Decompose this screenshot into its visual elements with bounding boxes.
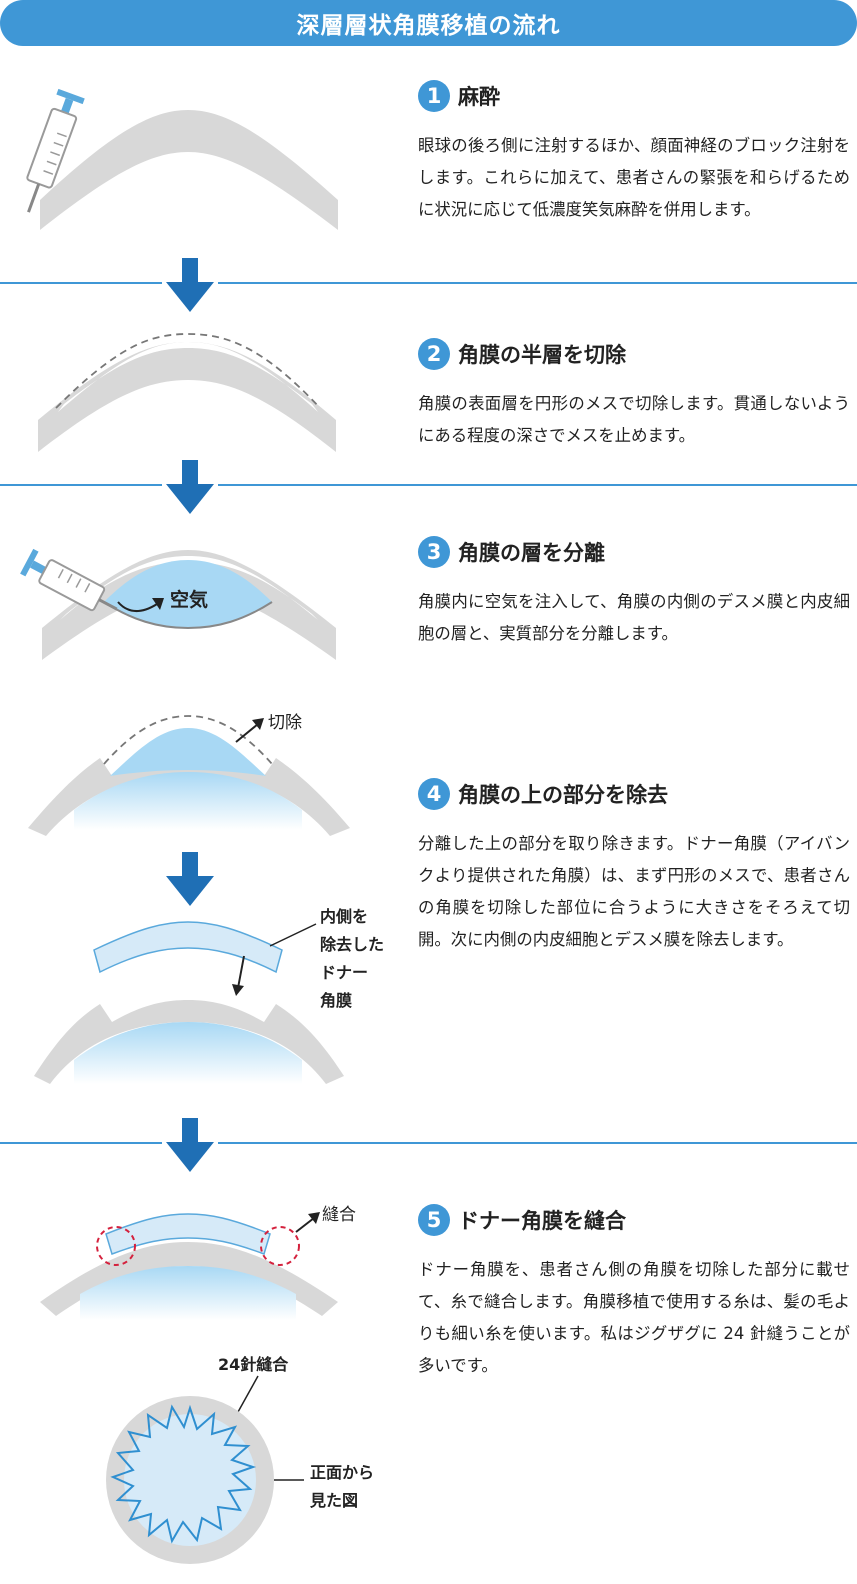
cornea-shape [40,110,338,230]
step-body-1: 眼球の後ろ側に注射するほか、顔面神経のブロック注射をします。これらに加えて、患者… [418,136,850,219]
step-title-3: 角膜の層を分離 [458,541,605,565]
step-title-4: 角膜の上の部分を除去 [458,783,668,807]
step2-illustration [38,333,336,452]
stitches-label: 24針縫合 [218,1355,289,1374]
divider-2 [0,484,857,486]
donor-label-line1: 内側を [320,907,368,926]
step-number-1: 1 [418,80,450,112]
step-3: 3 角膜の層を分離 角膜内に空気を注入して、角膜の内側のデスメ膜と内皮細胞の層と… [418,534,850,650]
step-1: 1 麻酔 眼球の後ろ側に注射するほか、顔面神経のブロック注射をします。これらに加… [418,78,850,226]
eye-front-inner [124,1414,256,1546]
anterior-chamber [74,1022,302,1084]
step4-illustration-bottom: 内側を 除去した ドナー 角膜 [34,907,384,1084]
step1-illustration [26,88,338,230]
step-title-2: 角膜の半層を切除 [458,343,626,367]
cut-line [103,715,273,765]
down-arrow-icon [162,1118,218,1174]
step-body-4: 分離した上の部分を取り除きます。ドナー角膜（アイバンクより提供された角膜）は、ま… [418,834,850,949]
cut-line [55,333,321,409]
anterior-chamber [74,772,302,830]
step-number-3: 3 [418,536,450,568]
step-title-1: 麻酔 [458,85,500,109]
step5-illustration-front: 24針縫合 正面から 見た図 [106,1355,374,1564]
step5-illustration-side: 縫合 [40,1205,356,1320]
step-2: 2 角膜の半層を切除 角膜の表面層を円形のメスで切除します。貫通しないようにある… [418,336,850,452]
cornea-shape [40,1242,338,1316]
donor-cornea [105,1213,271,1255]
page-title: 深層層状角膜移植の流れ [0,0,857,46]
divider-3 [0,1142,857,1144]
air-label: 空気 [170,588,208,611]
anterior-chamber [80,1266,296,1320]
down-arrow-icon [166,852,214,906]
syringe-icon [20,548,118,612]
zigzag-suture [110,1404,257,1544]
cornea-shape [34,1000,344,1084]
step-number-2: 2 [418,338,450,370]
step-body-3: 角膜内に空気を注入して、角膜の内側のデスメ膜と内皮細胞の層と、実質部分を分離しま… [418,592,850,643]
exposed-layer [110,728,266,776]
cornea-shape [38,342,336,452]
syringe-icon [26,88,85,213]
donor-label-line3: ドナー [320,963,368,982]
divider-1 [0,282,857,284]
front-view-label-line1: 正面から [310,1463,374,1482]
suture-label: 縫合 [322,1205,356,1225]
step-body-2: 角膜の表面層を円形のメスで切除します。貫通しないようにある程度の深さでメスを止め… [418,394,850,445]
front-view-label-line2: 見た図 [309,1491,358,1510]
suture-left-marker [96,1226,136,1266]
donor-label-line4: 角膜 [320,991,352,1010]
step3-illustration: 空気 [20,548,336,660]
excision-label: 切除 [268,713,302,733]
step-5: 5 ドナー角膜を縫合 ドナー角膜を、患者さん側の角膜を切除した部分に載せて、糸で… [418,1202,850,1382]
suture-right-marker [260,1226,300,1266]
down-arrow-icon [162,258,218,314]
step-title-5: ドナー角膜を縫合 [458,1209,626,1233]
cornea-shape [42,550,336,660]
step-number-4: 4 [418,778,450,810]
step4-illustration-top: 切除 [28,713,350,836]
air-bubble [104,560,272,628]
down-arrow-icon [162,460,218,516]
donor-label-line2: 除去した [320,935,384,954]
step-number-5: 5 [418,1204,450,1236]
step-body-5: ドナー角膜を、患者さん側の角膜を切除した部分に載せて、糸で縫合します。角膜移植で… [418,1260,850,1375]
step-4: 4 角膜の上の部分を除去 分離した上の部分を取り除きます。ドナー角膜（アイバンク… [418,776,850,956]
donor-cornea [93,921,283,974]
